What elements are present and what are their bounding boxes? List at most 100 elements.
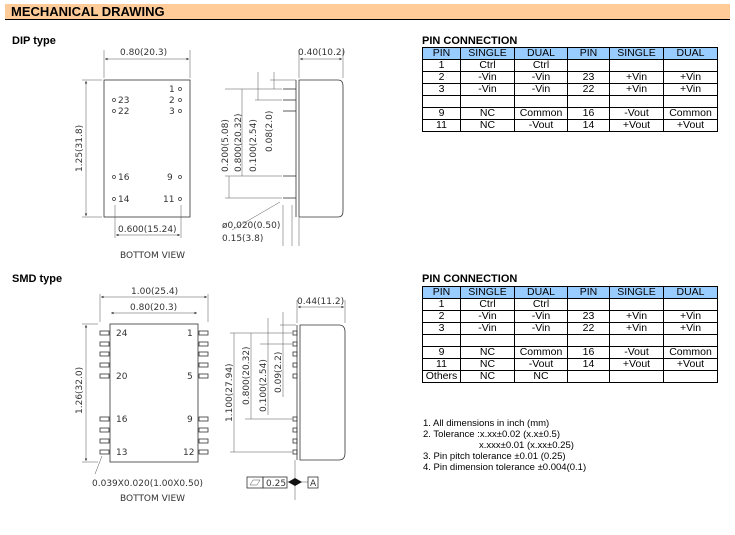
note: 1. All dimensions in inch (mm) — [423, 418, 550, 429]
table-cell: NC — [460, 346, 515, 359]
table-cell: 16 — [567, 346, 610, 359]
table-cell — [422, 334, 461, 347]
pin-label: 9 — [167, 173, 173, 183]
table-cell — [514, 334, 568, 347]
dip-dim-0800: 0.800(20.32) — [234, 113, 244, 172]
column-header: DUAL — [663, 286, 718, 299]
pin-label: 11 — [163, 195, 174, 205]
pin-label: 1 — [169, 85, 175, 95]
table-cell: -Vout — [514, 119, 568, 132]
smd-bottom-view: 1.00(25.4) 0.80(20.3) 1.26(32.0) 24 20 1… — [75, 287, 209, 504]
smd-height-dim: 1.26(32.0) — [75, 367, 85, 414]
note: 2. Tolerance :x.xx±0.02 (x.x±0.5) — [423, 429, 560, 440]
smd-bottom-view-caption: BOTTOM VIEW — [120, 494, 185, 504]
table-cell: -Vin — [460, 83, 515, 96]
table-cell: NC — [460, 358, 515, 371]
table-cell — [609, 95, 664, 108]
table-cell: +Vin — [663, 71, 718, 84]
table-cell: +Vout — [609, 119, 664, 132]
table-cell — [460, 334, 515, 347]
smd-pin-table-title: PIN CONNECTION — [422, 273, 518, 285]
table-cell: +Vin — [663, 322, 718, 335]
column-header: DUAL — [663, 47, 718, 60]
column-header: PIN — [567, 47, 610, 60]
table-cell: -Vin — [514, 322, 568, 335]
pin-label: 20 — [116, 372, 128, 382]
pin-label: 13 — [116, 448, 127, 458]
column-header: DUAL — [514, 286, 568, 299]
column-header: SINGLE — [460, 286, 515, 299]
table-cell: 23 — [567, 310, 610, 323]
smd-dim-009: 0.09(2.2) — [274, 352, 284, 393]
pin-label: 16 — [116, 415, 128, 425]
table-cell: 11 — [422, 358, 461, 371]
note: 3. Pin pitch tolerance ±0.01 (0.25) — [423, 451, 566, 462]
column-header: SINGLE — [460, 47, 515, 60]
dip-dim-008: 0.08(2.0) — [265, 111, 275, 152]
table-cell — [663, 95, 718, 108]
table-row — [422, 95, 718, 108]
column-header: SINGLE — [609, 286, 664, 299]
smd-dim-0100: 0.100(2.54) — [259, 359, 269, 412]
smd-pad-dim: 0.039X0.020(1.00X0.50) — [92, 479, 203, 489]
table-cell: NC — [460, 107, 515, 120]
table-cell: 11 — [422, 119, 461, 132]
flatness-symbol-icon — [246, 476, 264, 489]
table-cell: +Vin — [609, 322, 664, 335]
table-cell: -Vin — [460, 71, 515, 84]
smd-dim-1100: 1.100(27.94) — [225, 363, 235, 422]
dip-dim-0200: 0.200(5.08) — [221, 119, 231, 172]
pin-label: 22 — [118, 107, 129, 117]
note: x.xxx±0.01 (x.xx±0.25) — [479, 440, 574, 451]
table-cell: 22 — [567, 83, 610, 96]
section-header: MECHANICAL DRAWING — [5, 4, 730, 20]
table-cell: +Vout — [663, 119, 718, 132]
table-cell: Ctrl — [514, 59, 568, 72]
dip-bottom-view-caption: BOTTOM VIEW — [120, 251, 185, 261]
table-cell: NC — [460, 119, 515, 132]
dip-pin-table-title: PIN CONNECTION — [422, 35, 518, 47]
pin-label: 9 — [187, 415, 193, 425]
smd-type-label: SMD type — [12, 273, 63, 285]
table-cell: 9 — [422, 346, 461, 359]
pin-label: 2 — [169, 96, 175, 106]
table-cell: 16 — [567, 107, 610, 120]
pin-label: 23 — [118, 96, 129, 106]
smd-depth-dim: 0.44(11.2) — [297, 297, 344, 307]
table-cell: +Vin — [663, 83, 718, 96]
dip-side-view: 0.40(10.2) 0.200(5.08) 0.800(20.32) 0.10… — [221, 48, 345, 246]
table-cell: Ctrl — [460, 59, 515, 72]
smd-side-view: 0.44(11.2) 1.100(27.94) 0.800(20.32) 0.1… — [225, 297, 346, 500]
table-cell: 3 — [422, 83, 461, 96]
table-cell — [663, 334, 718, 347]
table-cell: Ctrl — [460, 298, 515, 311]
table-cell: +Vin — [609, 310, 664, 323]
table-cell: 2 — [422, 310, 461, 323]
section-title: MECHANICAL DRAWING — [11, 4, 165, 19]
table-cell: -Vout — [514, 358, 568, 371]
table-cell: Others — [422, 370, 461, 383]
table-cell: -Vin — [460, 322, 515, 335]
dip-pitch-dim: 0.600(15.24) — [118, 225, 177, 235]
table-cell: 14 — [567, 358, 610, 371]
table-cell: Common — [514, 346, 568, 359]
table-cell — [663, 59, 718, 72]
table-cell: -Vin — [514, 310, 568, 323]
dip-dim-0100: 0.100(2.54) — [249, 119, 259, 172]
dip-bottom-view: 0.80(20.3) 1.25(31.8) 0.600(15.24) BOTTO… — [75, 48, 191, 261]
table-cell — [609, 370, 664, 383]
table-row — [422, 334, 718, 347]
table-cell: 1 — [422, 59, 461, 72]
dip-width-dim: 0.80(20.3) — [120, 48, 167, 58]
table-cell — [663, 298, 718, 311]
column-header: PIN — [567, 286, 610, 299]
table-cell: Common — [663, 107, 718, 120]
table-cell: -Vout — [609, 346, 664, 359]
